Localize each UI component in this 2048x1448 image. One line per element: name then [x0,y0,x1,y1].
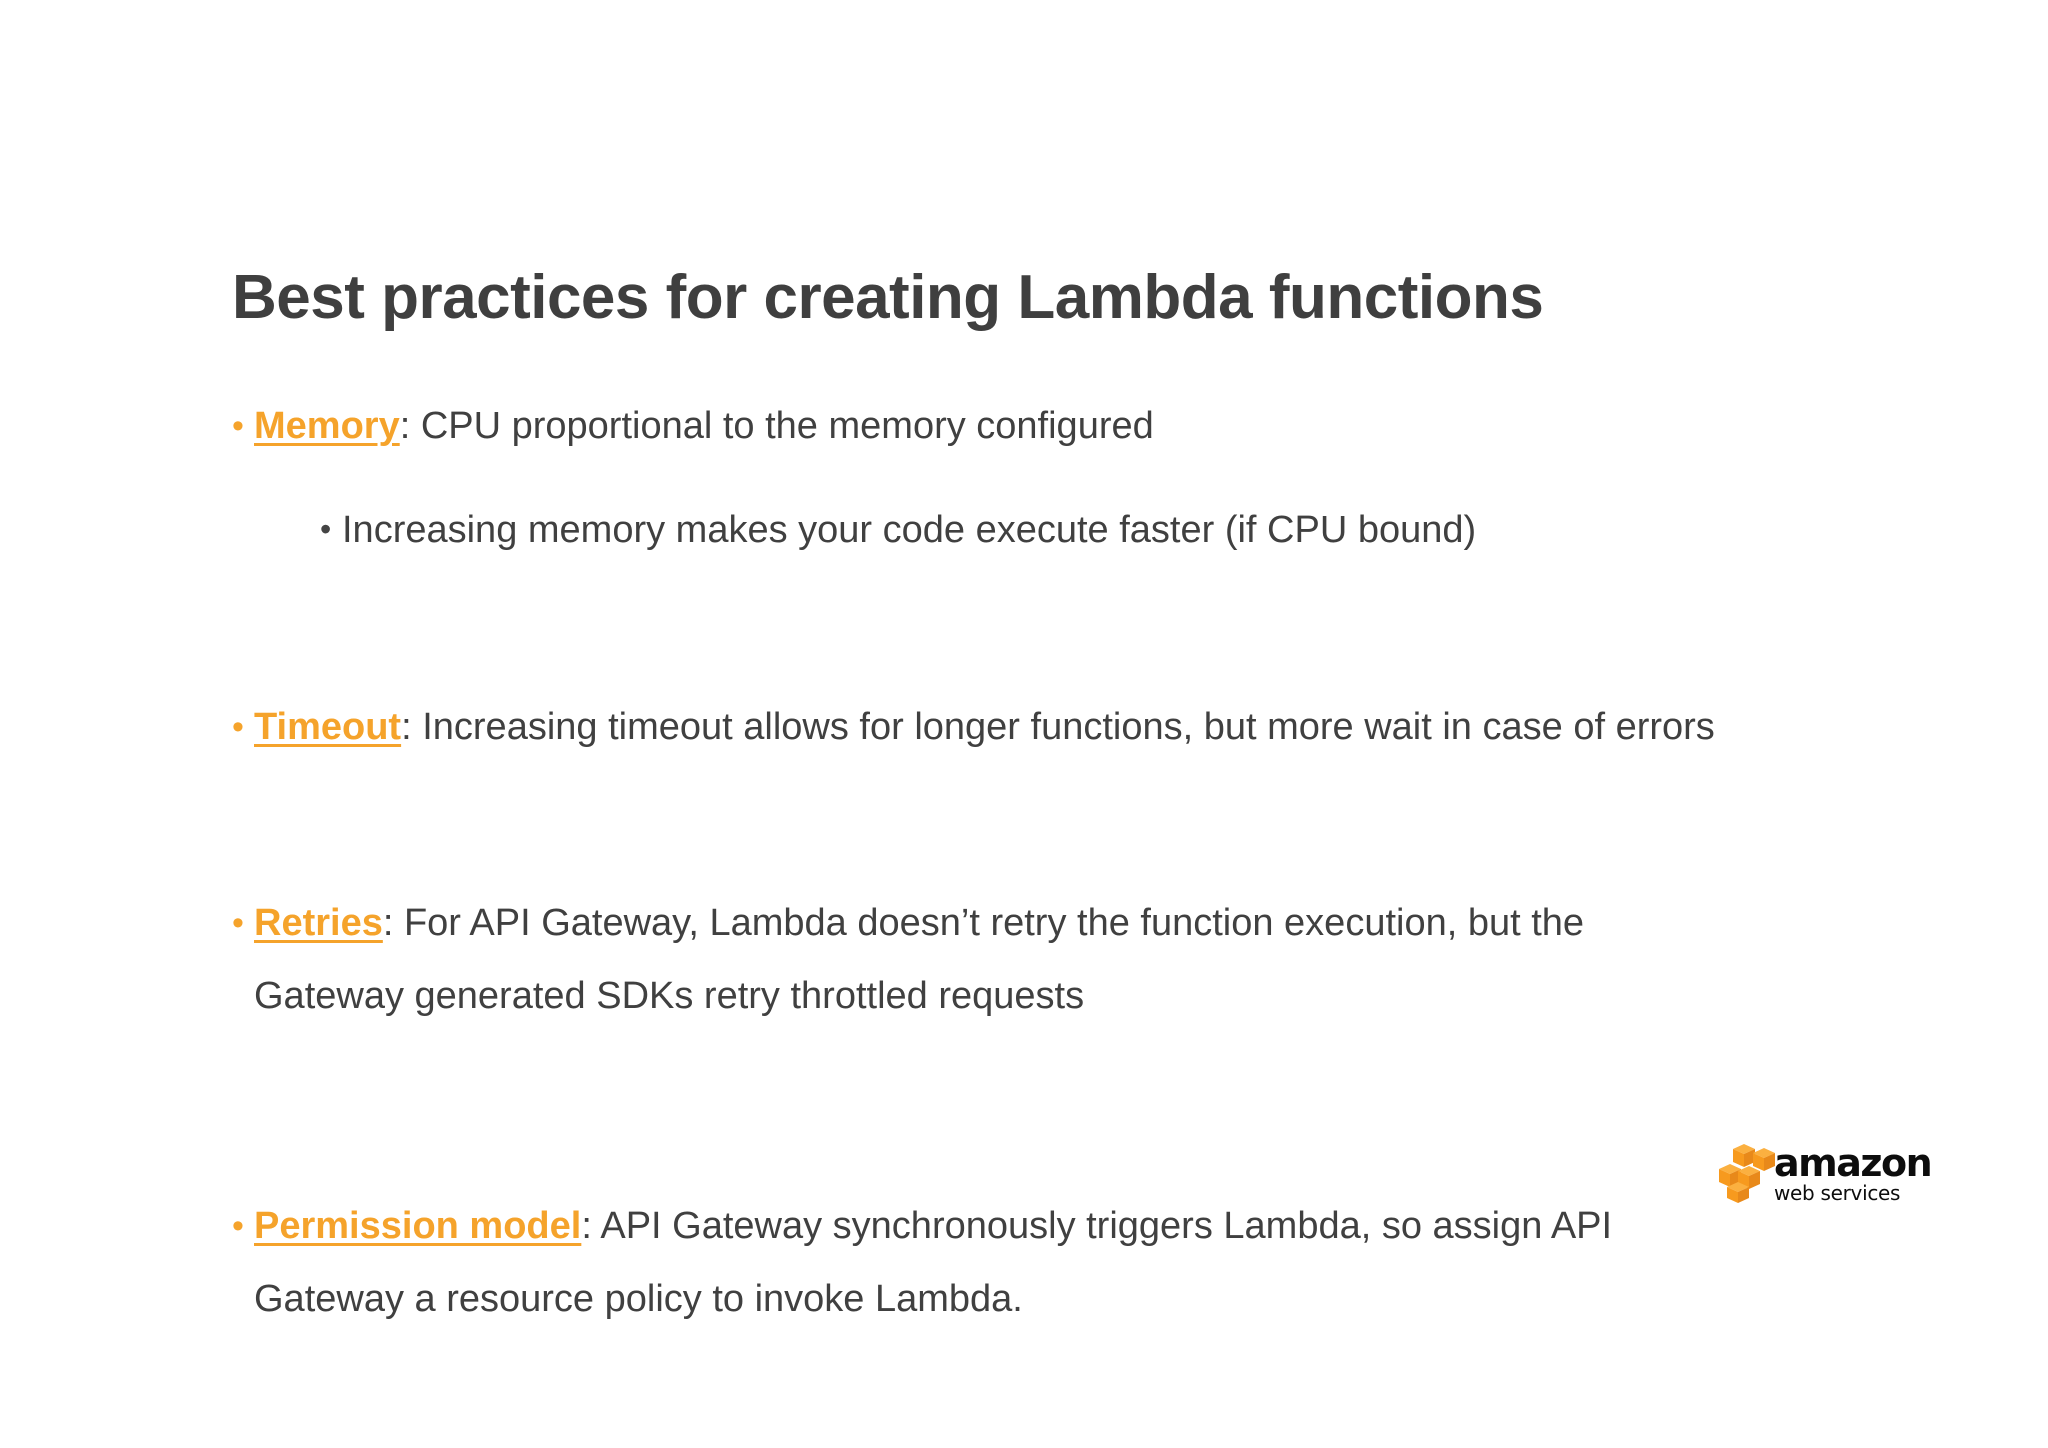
list-item: • Memory: CPU proportional to the memory … [232,400,1852,452]
bullet-list: • Memory: CPU proportional to the memory … [232,400,1852,1325]
list-item-sub: • Increasing memory makes your code execu… [232,504,1852,556]
bullet-marker-icon: • [232,904,244,943]
spacer [232,557,1852,649]
bullet-text: : Increasing timeout allows for longer f… [401,705,1715,748]
aws-amazon-text: amazon [1774,1141,1933,1185]
aws-logo: amazon web services [1718,1142,1933,1214]
aws-webservices-text: web services [1774,1181,1901,1205]
bullet-text: Increasing memory makes your code execut… [342,509,1477,552]
bullet-term: Permission model [254,1205,582,1248]
list-item: • Retries: For API Gateway, Lambda doesn’… [232,897,1852,949]
bullet-term: Retries [254,902,383,945]
list-item: • Permission model: API Gateway synchrono… [232,1200,1852,1252]
bullet-text: : CPU proportional to the memory configu… [399,405,1154,447]
bullet-term: Timeout [254,705,402,748]
bullet-continuation: Gateway generated SDKs retry throttled r… [254,974,1085,1017]
list-item: • Timeout: Increasing timeout allows for … [232,701,1852,753]
bullet-marker-icon: • [320,511,332,548]
bullet-text: : For API Gateway, Lambda doesn’t retry … [382,902,1585,945]
bullet-term: Memory [254,405,400,447]
aws-wordmark: amazon web services [1774,1141,1933,1205]
bullet-text: : API Gateway synchronously triggers Lam… [581,1205,1613,1248]
bullet-marker-icon: • [232,1207,244,1246]
spacer [232,1022,1852,1114]
spacer [232,649,1852,701]
page-title: Best practices for creating Lambda funct… [232,263,1544,332]
spacer [232,753,1852,845]
aws-cubes-icon [1719,1144,1775,1203]
spacer [232,1114,1852,1200]
bullet-continuation: Gateway a resource policy to invoke Lamb… [254,1277,1023,1320]
bullet-marker-icon: • [232,407,244,446]
bullet-marker-icon: • [232,707,244,746]
spacer [232,452,1852,504]
spacer [232,845,1852,897]
